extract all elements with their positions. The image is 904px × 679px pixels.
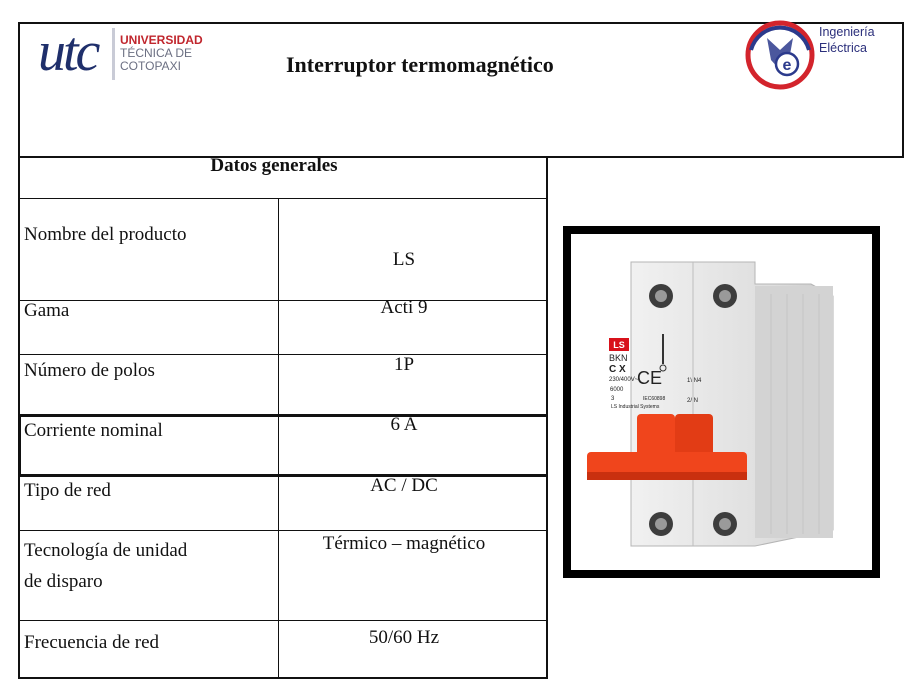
border-top <box>18 22 904 24</box>
row-divider <box>18 414 548 417</box>
model-text: BKN <box>609 353 628 363</box>
row-label-continued: de disparo <box>24 571 103 592</box>
header-divider <box>18 156 904 158</box>
row-label: Frecuencia de red <box>24 632 160 653</box>
row-value: Acti 9 <box>380 297 428 318</box>
row-value: 6 A <box>390 414 418 435</box>
circuit-breaker-image: LS BKN C X 230/400V~ 6000 3 IEC60898 LS … <box>587 261 834 547</box>
svg-text:e: e <box>783 57 792 74</box>
border-left <box>18 22 20 679</box>
border-right <box>902 22 904 157</box>
university-name: UNIVERSIDAD TÉCNICA DE COTOPAXI <box>120 34 203 73</box>
department-name-line1: Ingeniería <box>819 25 875 39</box>
maker-text: LS Industrial Systems <box>611 404 660 410</box>
row-value: AC / DC <box>370 475 438 496</box>
department-name: Ingeniería Eléctrica <box>819 24 875 56</box>
rating-text: 230/400V~ <box>609 377 639 383</box>
row-divider <box>18 354 548 355</box>
row-divider <box>18 300 548 301</box>
department-emblem-icon: e <box>745 20 815 90</box>
row-value: 1P <box>393 354 415 375</box>
row-value: LS <box>392 249 416 270</box>
table-right-border <box>546 156 548 679</box>
university-name-line2: TÉCNICA DE <box>120 46 193 60</box>
terminal-top-text: 1\ N4 <box>687 378 702 384</box>
row-label: Corriente nominal <box>24 420 163 441</box>
svg-text:CE: CE <box>637 368 662 388</box>
row-label: Tipo de red <box>24 480 111 501</box>
row-divider <box>18 620 548 621</box>
section-title: Datos generales <box>210 155 338 176</box>
class-text: 3 <box>611 396 615 402</box>
breaking-capacity-text: 6000 <box>610 387 624 393</box>
utc-logo-mark: utc <box>38 21 100 83</box>
terminal-bottom-text: 2/ N <box>687 398 698 404</box>
row-label: Número de polos <box>24 360 155 381</box>
product-photo: LS BKN C X 230/400V~ 6000 3 IEC60898 LS … <box>563 226 880 578</box>
university-name-line3: COTOPAXI <box>120 59 181 73</box>
row-divider <box>18 530 548 531</box>
row-label: Tecnología de unidad <box>24 540 188 561</box>
row-value: 50/60 Hz <box>368 627 440 648</box>
row-divider <box>18 198 548 199</box>
department-logo: e Ingeniería Eléctrica <box>745 20 885 100</box>
row-label: Nombre del producto <box>24 224 187 245</box>
logo-divider <box>112 28 115 80</box>
row-value: Térmico – magnético <box>322 533 486 554</box>
page-title: Interruptor termomagnético <box>286 52 554 77</box>
university-logo: utc UNIVERSIDAD TÉCNICA DE COTOPAXI <box>34 16 244 96</box>
standard-text: IEC60898 <box>643 396 665 402</box>
row-label: Gama <box>24 300 70 321</box>
column-divider <box>278 198 279 677</box>
department-name-line2: Eléctrica <box>819 41 867 55</box>
row-divider <box>18 474 548 477</box>
curve-text: C X <box>609 364 626 375</box>
university-name-line1: UNIVERSIDAD <box>120 33 203 47</box>
brand-badge-text: LS <box>613 340 625 350</box>
highlight-row-left <box>18 414 21 477</box>
